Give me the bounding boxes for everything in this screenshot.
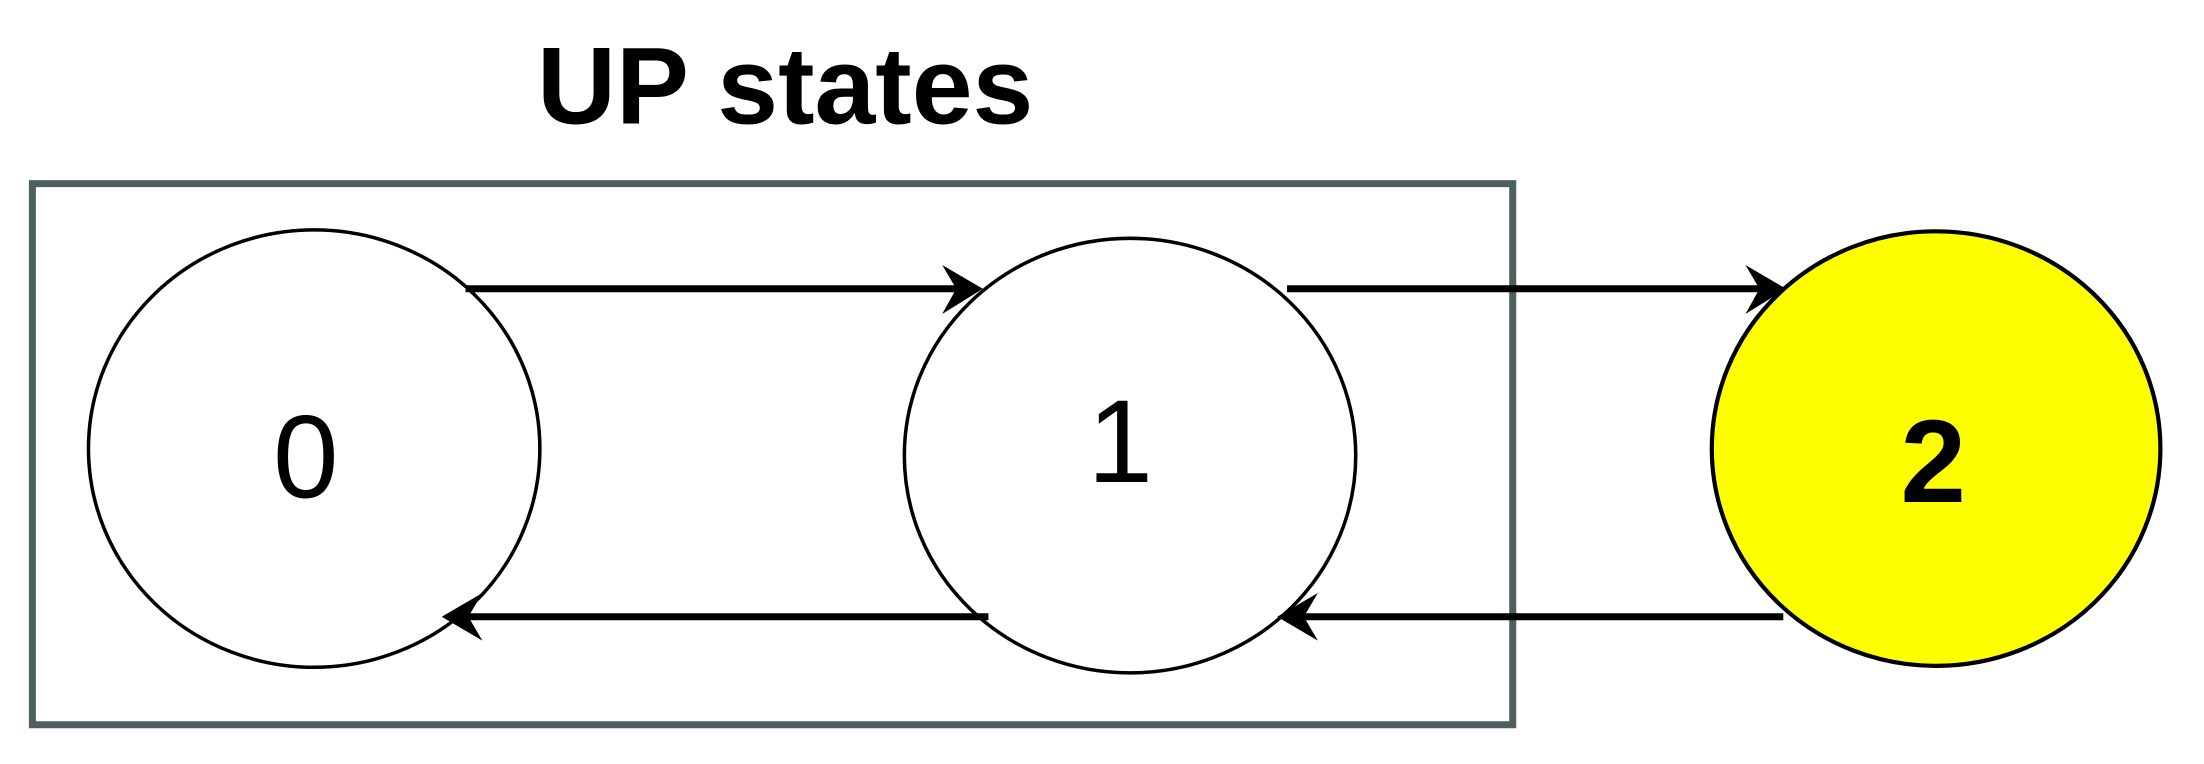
state-circle-2 bbox=[1709, 229, 2163, 668]
state-node-2: 2 bbox=[1709, 229, 2163, 668]
state-node-1: 1 bbox=[902, 236, 1358, 675]
state-label-1: 1 bbox=[1087, 375, 1153, 507]
transition-2-to-1 bbox=[1277, 592, 1784, 641]
arrowhead-icon bbox=[942, 264, 983, 315]
transition-0-to-1 bbox=[465, 264, 983, 315]
up-states-group-box bbox=[28, 180, 1517, 729]
state-label-0: 0 bbox=[273, 391, 339, 523]
state-circle-1 bbox=[902, 236, 1358, 675]
state-node-0: 0 bbox=[86, 228, 542, 670]
diagram-title: UP states bbox=[537, 25, 1033, 147]
arrowhead-icon bbox=[1745, 264, 1787, 315]
arrowhead-icon bbox=[1277, 592, 1318, 641]
state-circle-0 bbox=[86, 228, 542, 670]
transition-1-to-0 bbox=[441, 592, 989, 641]
transition-1-to-2 bbox=[1287, 264, 1787, 315]
arrowhead-icon bbox=[441, 592, 483, 641]
state-label-2: 2 bbox=[1901, 395, 1967, 527]
